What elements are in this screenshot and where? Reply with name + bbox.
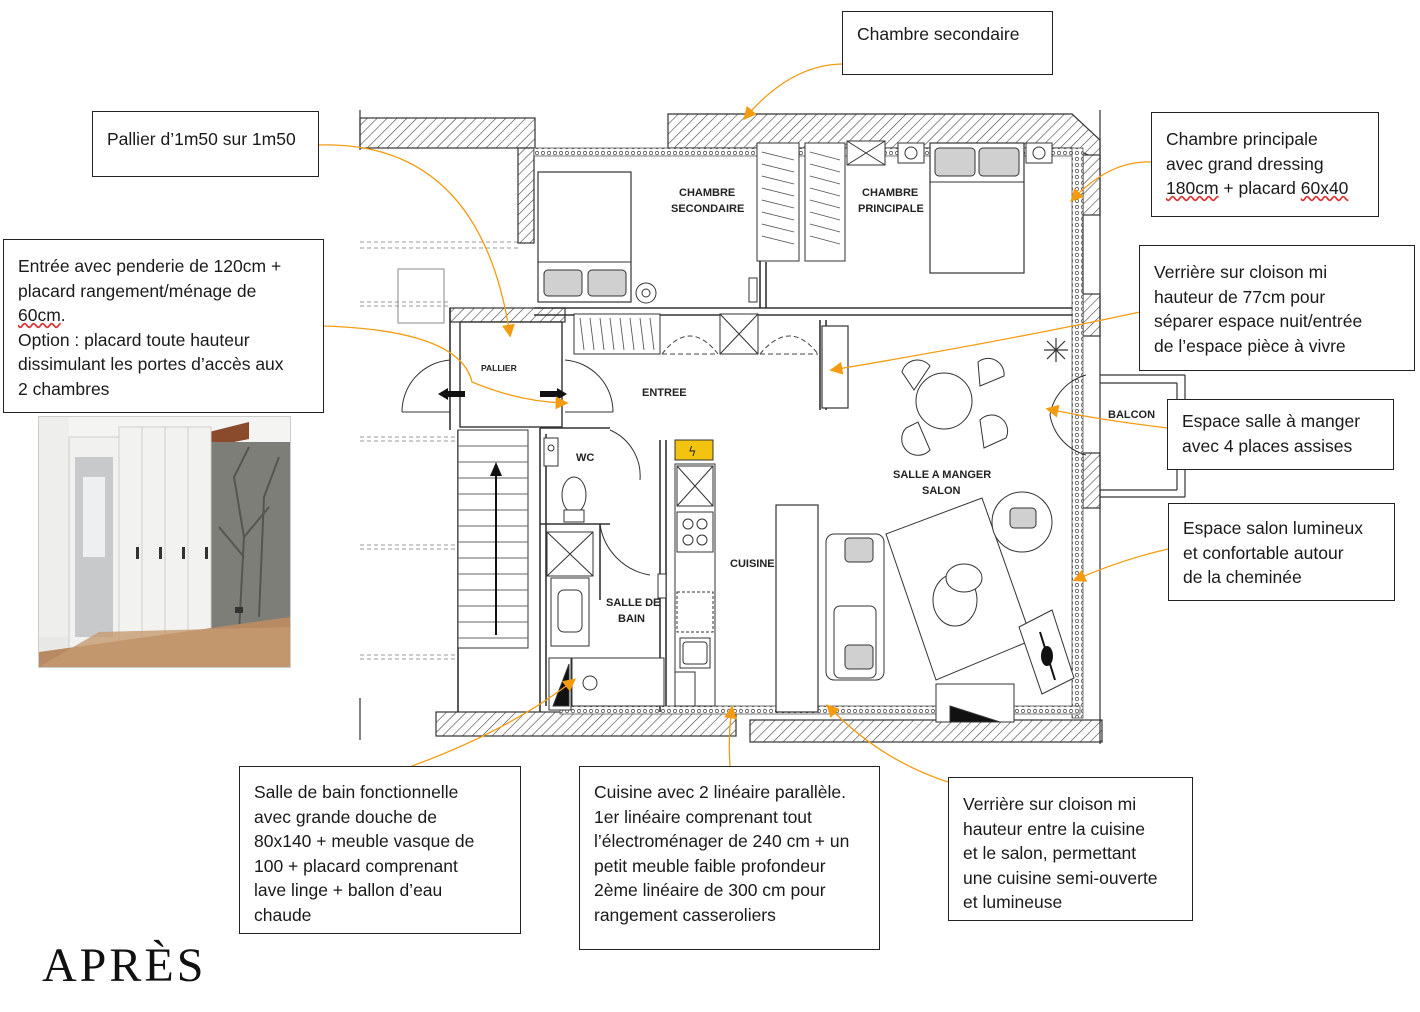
fireplace-icon xyxy=(1041,646,1053,666)
callout-entree-line6: 2 chambres xyxy=(18,378,110,399)
kitchen-linear-1: ϟ xyxy=(674,439,716,707)
callout-salon: Espace salon lumineux et confortable aut… xyxy=(1168,503,1395,601)
callout-salle-de-bain: Salle de bain fonctionnelle avec grande … xyxy=(239,766,521,934)
leader-lines xyxy=(317,63,1169,783)
pallier-box xyxy=(459,321,563,428)
room-label-chambre-secondaire-1: CHAMBRE xyxy=(679,187,735,199)
bed-chambre-secondaire xyxy=(537,171,657,304)
entree-penderie xyxy=(573,313,759,355)
callout-cuisine: Cuisine avec 2 linéaire parallèle. 1er l… xyxy=(579,766,880,950)
callout-verriere-nuit: Verrière sur cloison mi hauteur de 77cm … xyxy=(1139,245,1415,371)
room-label-salle-a-manger-2: SALON xyxy=(922,485,961,497)
entree-photo xyxy=(38,416,291,668)
door-arcs xyxy=(661,335,819,355)
bed-chambre-principale xyxy=(897,142,1053,274)
room-label-sdb-2: BAIN xyxy=(618,613,645,625)
dressing xyxy=(756,140,886,262)
wc-fixtures xyxy=(543,437,587,523)
callout-salle-a-manger: Espace salle à manger avec 4 places assi… xyxy=(1167,399,1394,470)
callout-entree-line3: 60cm. xyxy=(18,303,309,328)
callout-verriere-cuisine: Verrière sur cloison mi hauteur entre la… xyxy=(948,777,1193,921)
callout-entree-dim: 60cm xyxy=(18,305,61,325)
room-label-chambre-principale-1: CHAMBRE xyxy=(862,187,918,199)
callout-chambre-principale-line1: Chambre principale xyxy=(1166,129,1318,149)
bathroom-fixtures xyxy=(546,531,667,711)
callout-entree-line2: placard rangement/ménage de xyxy=(18,280,257,301)
callout-entree-line5: dissimulant les portes d’accès aux xyxy=(18,354,284,374)
room-label-chambre-secondaire-2: SECONDAIRE xyxy=(671,203,744,215)
verriere-entree xyxy=(821,325,849,409)
callout-entree-dot: . xyxy=(60,305,66,325)
callout-cp-mid: + placard xyxy=(1218,178,1301,198)
room-label-wc: WC xyxy=(576,452,594,464)
callout-entree: Entrée avec penderie de 120cm + placard … xyxy=(3,239,324,413)
pallier-arrows xyxy=(438,388,567,400)
kitchen-linear-2 xyxy=(775,504,819,713)
callout-entree-line4: Option : placard toute hauteur xyxy=(18,329,250,350)
neighbour-lines xyxy=(360,241,518,660)
callout-pallier: Pallier d’1m50 sur 1m50 xyxy=(92,111,319,177)
plant-icon xyxy=(1044,338,1068,362)
radiator xyxy=(748,277,758,303)
svg-text:ϟ: ϟ xyxy=(688,445,697,460)
callout-chambre-principale-line2: avec grand dressing xyxy=(1166,153,1324,174)
callout-chambre-secondaire: Chambre secondaire xyxy=(842,11,1053,75)
callout-entree-line1: Entrée avec penderie de 120cm + xyxy=(18,256,282,276)
dining-set xyxy=(901,357,1009,456)
neighbour-box xyxy=(397,268,445,324)
room-label-balcon: BALCON xyxy=(1108,409,1155,421)
room-label-entree: ENTREE xyxy=(642,387,687,399)
walls xyxy=(359,113,1103,743)
callout-cp-dim2: 60x40 xyxy=(1300,178,1349,198)
room-label-salle-a-manger-1: SALLE A MANGER xyxy=(893,469,991,481)
entree-photo-art xyxy=(39,417,290,667)
callout-cp-dim1: 180cm xyxy=(1166,178,1219,198)
room-label-chambre-principale-2: PRINCIPALE xyxy=(858,203,924,215)
callout-chambre-principale: Chambre principale avec grand dressing 1… xyxy=(1151,112,1379,217)
insulation xyxy=(533,147,1084,719)
page-title: APRÈS xyxy=(42,939,207,992)
salon-furniture xyxy=(825,491,1075,723)
callout-chambre-principale-line3: 180cm + placard 60x40 xyxy=(1166,176,1364,201)
room-label-sdb-1: SALLE DE xyxy=(606,597,660,609)
staircase xyxy=(457,429,529,649)
room-label-pallier: PALLIER xyxy=(481,363,517,373)
room-label-cuisine: CUISINE xyxy=(730,558,775,570)
